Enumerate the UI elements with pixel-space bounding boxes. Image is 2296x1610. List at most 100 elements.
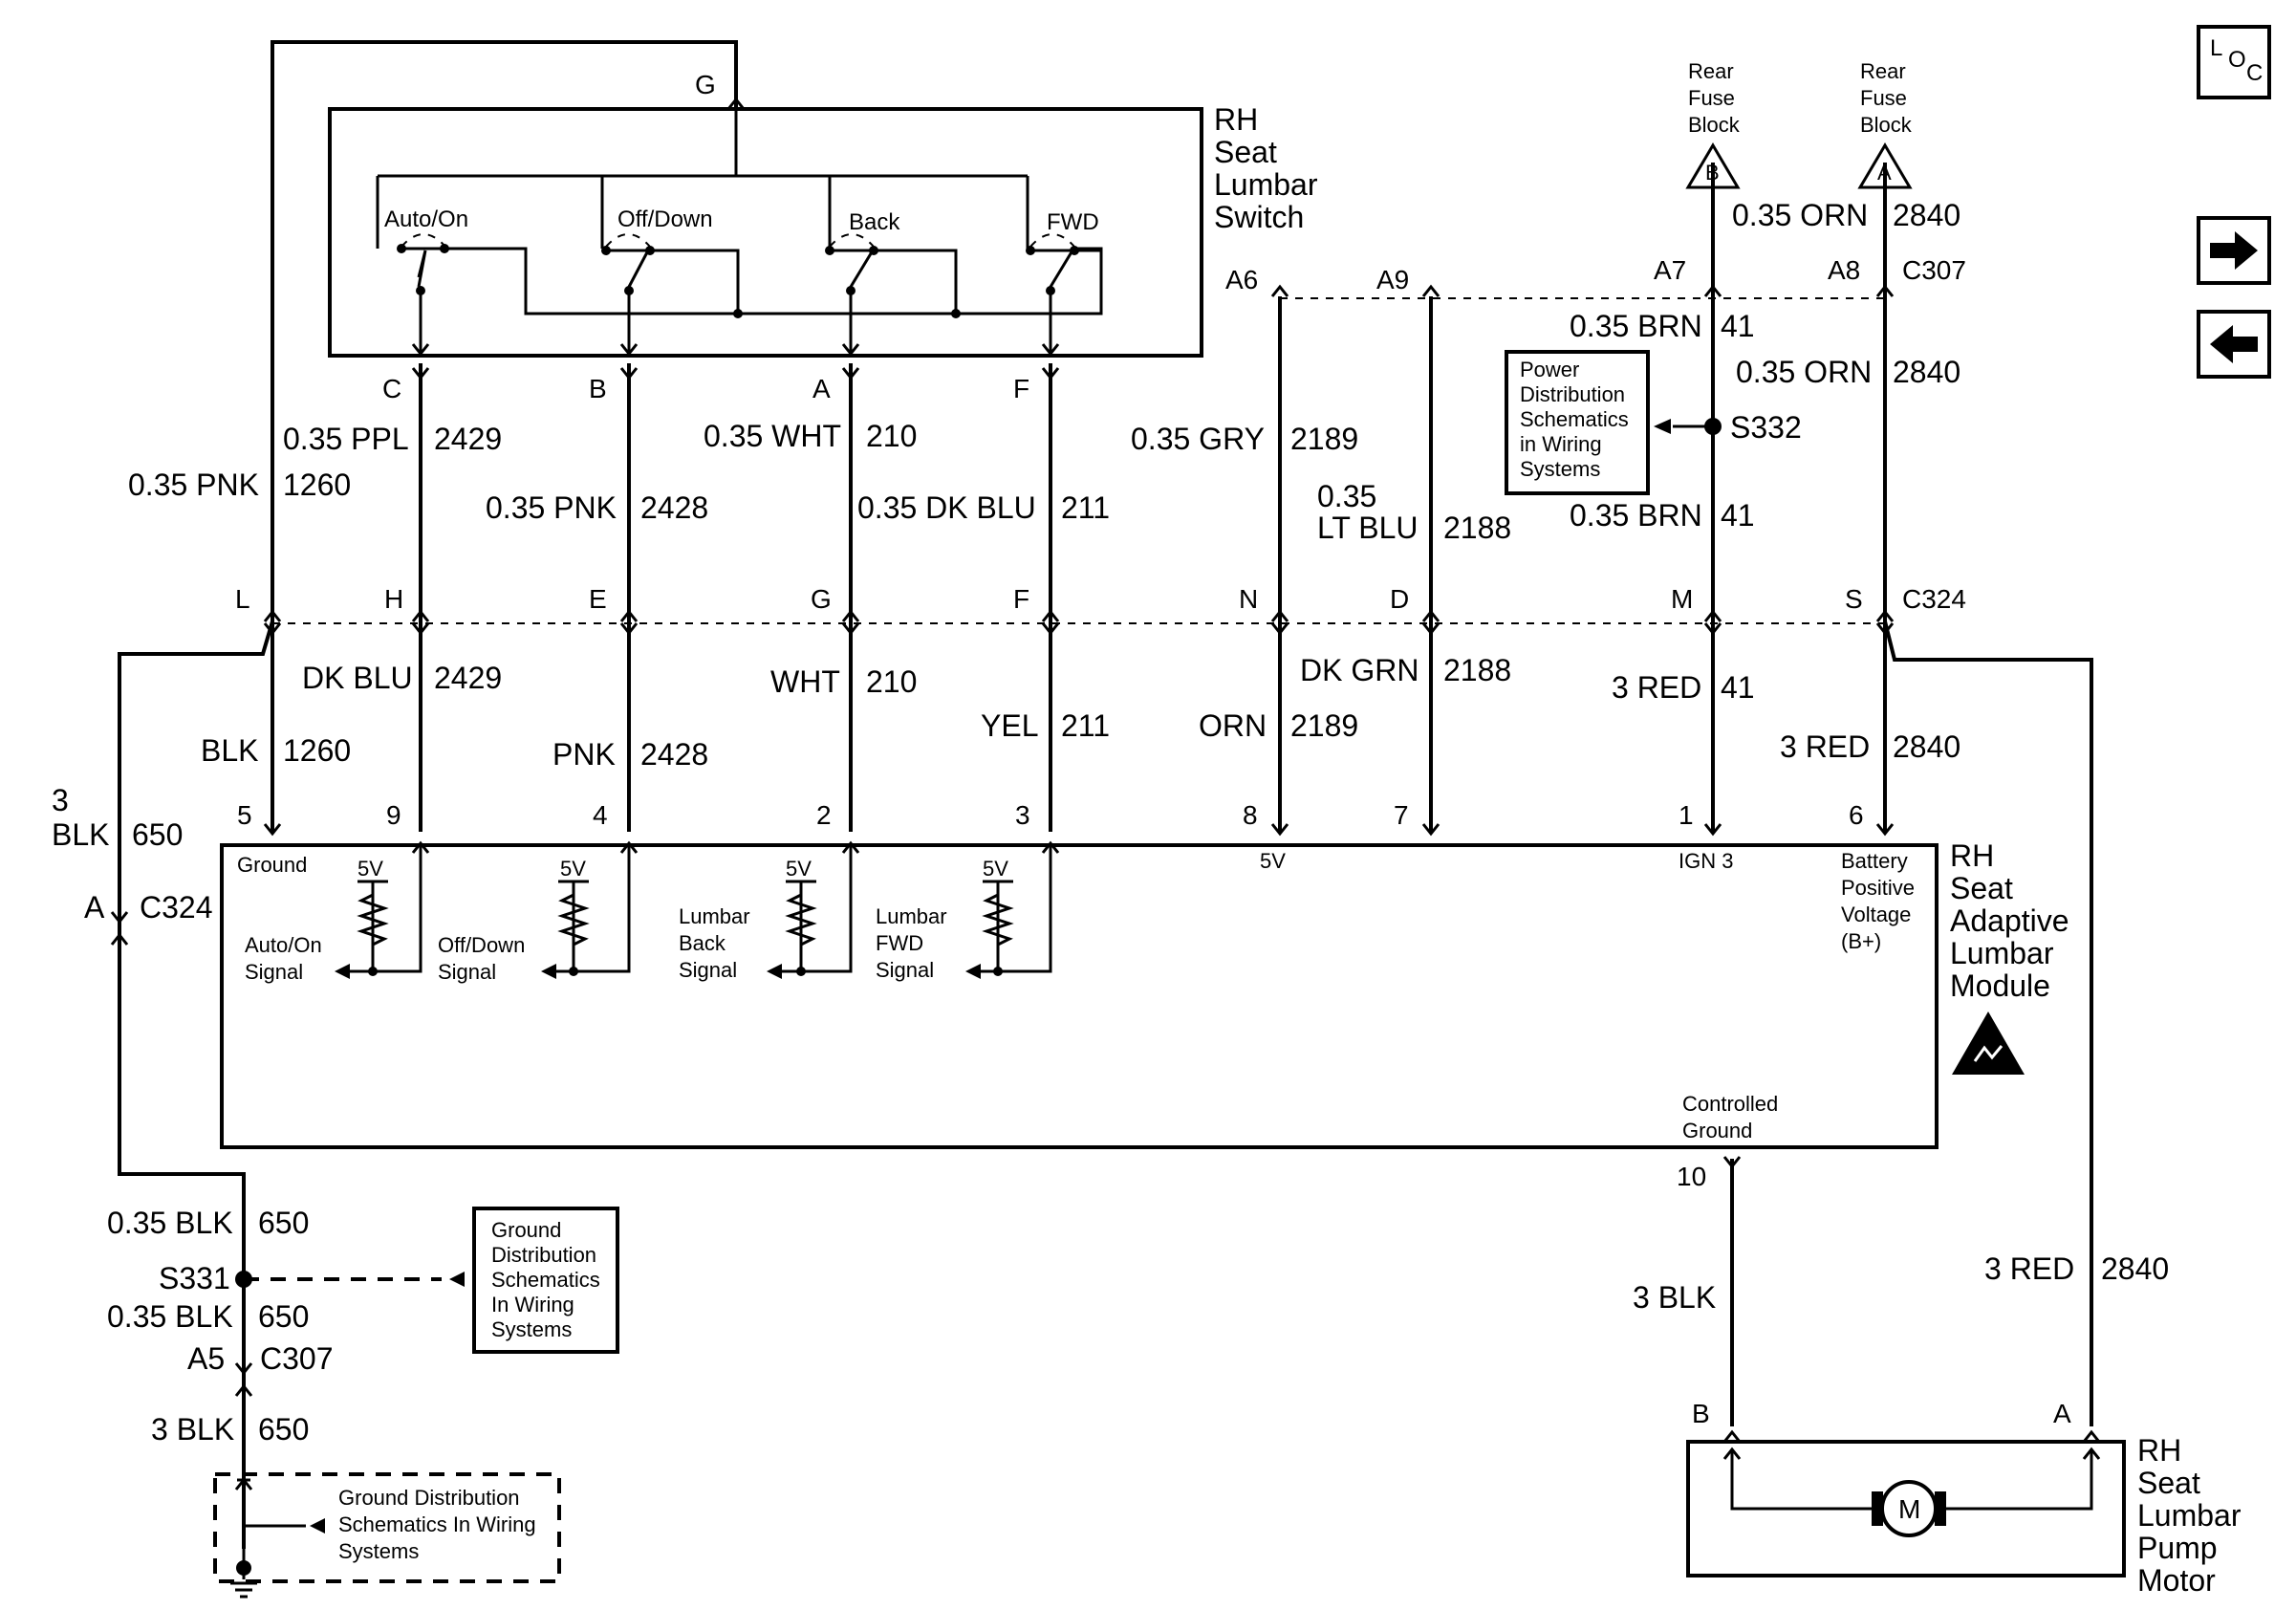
switch-pin-c: C — [382, 374, 401, 403]
fuse-b-label-2: Fuse — [1688, 86, 1735, 110]
motor-symbol: M — [1898, 1494, 1920, 1524]
c307-a5-name: C307 — [260, 1341, 334, 1376]
switch-title-4: Switch — [1214, 200, 1304, 234]
arrow-right-icon — [2210, 231, 2258, 270]
wire-2429-top-circuit: 2429 — [434, 422, 502, 456]
module-label-back-2: Back — [679, 931, 726, 955]
power-note-4: in Wiring — [1520, 432, 1602, 456]
splice-s332: S332 — [1730, 410, 1802, 445]
motor-title-3: Lumbar — [2137, 1498, 2242, 1533]
ground-note-bot-1: Ground Distribution — [338, 1486, 520, 1510]
wire-blk-motor: 3 BLK — [1633, 1280, 1716, 1315]
fuse-b-label-3: Block — [1688, 113, 1741, 137]
ground-note-3: Schematics — [491, 1268, 600, 1292]
ground-symbol-icon — [230, 1581, 257, 1599]
loc-icon-o: O — [2228, 47, 2246, 73]
wire-2840-a-color: 0.35 ORN — [1732, 198, 1868, 232]
wire-41-b-color: 0.35 BRN — [1570, 498, 1702, 533]
module-label-auto-on-1: Auto/On — [245, 933, 322, 957]
wire-650-b-color: 0.35 BLK — [107, 1206, 233, 1240]
ground-note-1: Ground — [491, 1218, 561, 1242]
ground-branch-labels: 3 BLK 650 A C324 0.35 BLK 650 S331 0.35 … — [52, 783, 465, 1447]
module-title-5: Module — [1950, 968, 2050, 1003]
wire-2840-a-circuit: 2840 — [1893, 198, 1960, 232]
module-label-back-1: Lumbar — [679, 904, 750, 928]
fuse-a-label-2: Fuse — [1860, 86, 1907, 110]
power-note-3: Schematics — [1520, 407, 1629, 431]
module-pin-8: 8 — [1243, 800, 1258, 830]
wire-2428-bot-color: PNK — [552, 737, 616, 772]
module-pin-4: 4 — [593, 800, 608, 830]
wire-41-a-color: 0.35 BRN — [1570, 309, 1702, 343]
c324-a-name: C324 — [140, 890, 213, 925]
module-label-off-down-1: Off/Down — [438, 933, 525, 957]
switch-contact-fwd: FWD — [1047, 209, 1099, 235]
module-label-5v-4: 5V — [983, 857, 1008, 881]
module-title-3: Adaptive — [1950, 903, 2069, 938]
previous-page-button[interactable] — [2197, 310, 2271, 379]
wire-210-top-circuit: 210 — [866, 419, 917, 453]
c324-pin-l: L — [235, 584, 250, 614]
c324-pin-labels: L H E G F N D M S C324 — [235, 584, 1966, 614]
wire-1260-top-color: 0.35 PNK — [128, 468, 259, 502]
fuse-b-label-1: Rear — [1688, 59, 1734, 83]
wire-red-motor-circuit: 2840 — [2101, 1251, 2169, 1286]
module-label-battery-2: Positive — [1841, 876, 1915, 900]
c324-pin-m: M — [1671, 584, 1693, 614]
c324-pin-g: G — [811, 584, 832, 614]
module-pin-7: 7 — [1394, 800, 1409, 830]
motor-title-5: Motor — [2137, 1563, 2216, 1598]
module-label-back-3: Signal — [679, 958, 737, 982]
wire-650-a-gauge: 3 — [52, 783, 69, 817]
switch-contact-off-down: Off/Down — [617, 207, 713, 232]
c307-pin-a9: A9 — [1376, 265, 1409, 294]
rear-fuse-block-b: Rear Fuse Block B — [1685, 59, 1741, 189]
motor-pin-b: B — [1692, 1399, 1710, 1428]
wire-1260-top-circuit: 1260 — [283, 468, 351, 502]
wire-2188-bot-circuit: 2188 — [1443, 653, 1511, 687]
wire-41-a-circuit: 41 — [1721, 309, 1755, 343]
fuse-a-label-1: Rear — [1860, 59, 1906, 83]
wire-650-c-color: 0.35 BLK — [107, 1299, 233, 1334]
loc-icon: L — [2210, 35, 2222, 61]
ground-note-bot-3: Systems — [338, 1539, 419, 1563]
switch-contact-back: Back — [849, 209, 900, 235]
module-label-fwd-3: Signal — [876, 958, 934, 982]
motor-pin-a: A — [2053, 1399, 2071, 1428]
wire-2189-top-circuit: 2189 — [1290, 422, 1358, 456]
c324-pin-d: D — [1390, 584, 1409, 614]
module-pin-6: 6 — [1849, 800, 1864, 830]
motor-title-4: Pump — [2137, 1531, 2218, 1565]
wire-2840-b-color: 0.35 ORN — [1736, 355, 1872, 389]
splice-s331: S331 — [159, 1261, 230, 1295]
rh-seat-lumbar-pump-motor: B A M RH Seat Lumbar Pump Motor — [1686, 1399, 2242, 1598]
motor-title-1: RH — [2137, 1433, 2181, 1468]
wire-2840-bot-circuit: 2840 — [1893, 729, 1960, 764]
module-label-off-down-2: Signal — [438, 960, 496, 984]
switch-title-2: Seat — [1214, 135, 1277, 169]
switch-pin-a: A — [812, 374, 831, 403]
loc-button[interactable]: L O C — [2197, 25, 2271, 99]
power-note-5: Systems — [1520, 457, 1600, 481]
module-label-battery-4: (B+) — [1841, 929, 1881, 953]
ground-distribution-bottom: Ground Distribution Schematics In Wiring… — [213, 1472, 561, 1599]
wire-2428-bot-circuit: 2428 — [640, 737, 708, 772]
switch-title-3: Lumbar — [1214, 167, 1318, 202]
wire-labels-top: 0.35 PNK 1260 0.35 PPL 2429 0.35 PNK 242… — [128, 198, 1960, 545]
switch-pins: C B A F — [382, 366, 1060, 403]
next-page-button[interactable] — [2197, 216, 2271, 285]
module-label-battery-3: Voltage — [1841, 903, 1911, 926]
wire-41-b-circuit: 41 — [1721, 498, 1755, 533]
wire-2188-top-gauge: 0.35 — [1317, 479, 1376, 513]
module-label-ctrl-ground-1: Controlled — [1682, 1092, 1778, 1116]
module-label-ign3: IGN 3 — [1679, 849, 1733, 873]
module-label-pin8-5v: 5V — [1260, 849, 1286, 873]
module-label-5v-1: 5V — [357, 857, 383, 881]
wire-2189-top-color: 0.35 GRY — [1131, 422, 1265, 456]
c307-pin-a7: A7 — [1654, 255, 1686, 285]
rh-seat-lumbar-switch: Auto/On Off/Down Back FWD RH Seat Lumbar… — [271, 40, 1318, 621]
wire-red-motor-color: 3 RED — [1984, 1251, 2074, 1286]
module-pin-2: 2 — [816, 800, 832, 830]
wire-211-top-color: 0.35 DK BLU — [857, 490, 1036, 525]
